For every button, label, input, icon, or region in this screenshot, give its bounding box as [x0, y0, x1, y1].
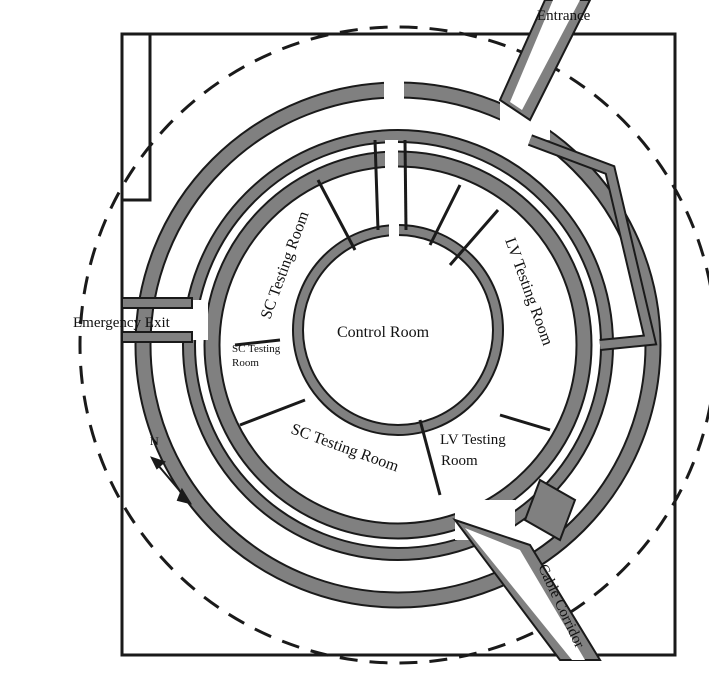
wall-openings [168, 80, 550, 540]
north-arrow [150, 456, 193, 505]
cable-corridor [452, 478, 602, 661]
sc-testing-room-small-label-line2: Room [232, 357, 259, 369]
right-annex-wall [527, 134, 658, 351]
outer-dashed-boundary [78, 25, 709, 665]
lv-testing-room-right-label: LV Testing Room [501, 236, 556, 349]
control-room-label: Control Room [337, 324, 430, 341]
site-boundary [120, 32, 677, 657]
entrance-corridor [498, 0, 592, 122]
entrance-label: Entrance [537, 8, 591, 24]
emergency-exit-label: Emergency Exit [73, 315, 171, 331]
outbuilding-wall [122, 32, 152, 202]
north-label: N [150, 434, 159, 448]
sc-testing-room-small-label-line1: SC Testing [232, 343, 281, 355]
emergency-exit-corridor [121, 297, 193, 343]
lv-testing-room-lower-label-line2: Room [441, 453, 478, 469]
partition-walls [234, 139, 551, 496]
lv-testing-room-lower-label-line1: LV Testing [440, 432, 506, 448]
